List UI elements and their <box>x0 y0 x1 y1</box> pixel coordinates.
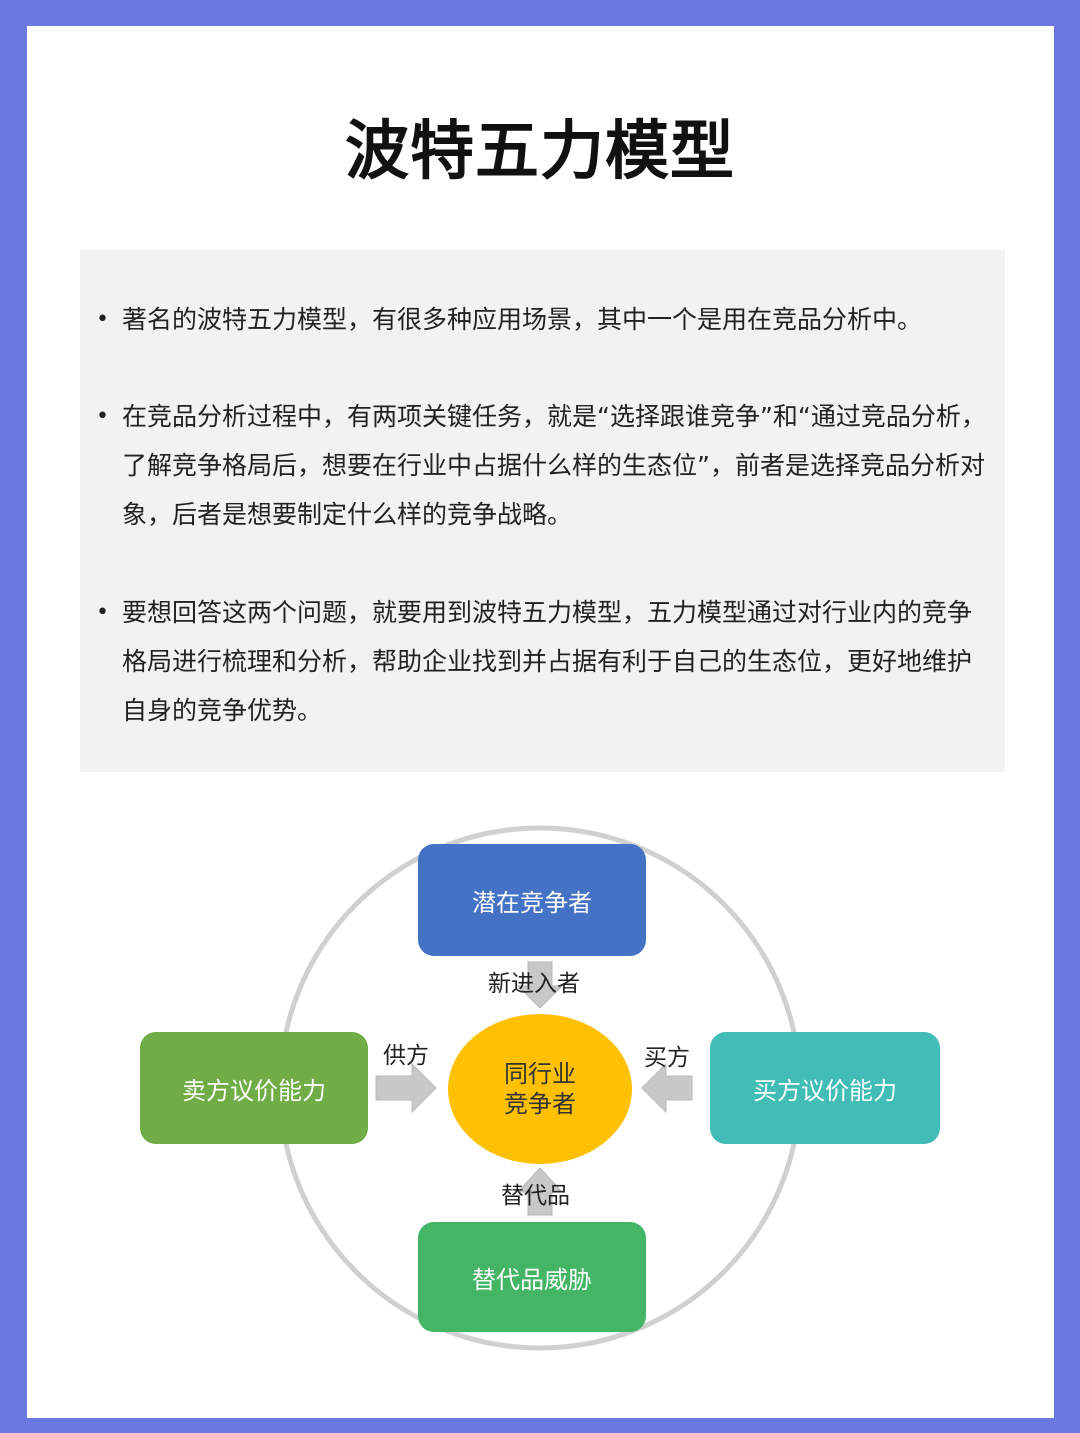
page-title: 波特五力模型 <box>345 115 735 189</box>
bullet-item: • 在竞品分析过程中，有两项关键任务，就是“选择跟谁竞争”和“通过竞品分析，了解… <box>96 392 992 539</box>
bullet-dot-icon: • <box>96 404 109 429</box>
buyer-label: 买方 <box>644 1045 690 1071</box>
potential-competitors-box: 潜在竞争者 <box>418 844 646 956</box>
buyer-power-box: 买方议价能力 <box>710 1032 940 1144</box>
bullet-dot-icon: • <box>96 307 109 332</box>
bullet-item: • 要想回答这两个问题，就要用到波特五力模型，五力模型通过对行业内的竞争格局进行… <box>96 588 992 735</box>
supplier-label: 供方 <box>383 1043 429 1069</box>
substitute-threat-box: 替代品威胁 <box>418 1222 646 1332</box>
description-box: • 著名的波特五力模型，有很多种应用场景，其中一个是用在竞品分析中。 • 在竞品… <box>80 250 1005 772</box>
bullet-item: • 著名的波特五力模型，有很多种应用场景，其中一个是用在竞品分析中。 <box>96 295 992 344</box>
new-entrants-label: 新进入者 <box>488 971 580 997</box>
industry-competitors-circle: 同行业 竞争者 <box>448 1014 632 1164</box>
substitutes-label: 替代品 <box>501 1183 570 1209</box>
bullet-dot-icon: • <box>96 600 109 625</box>
supplier-power-box: 卖方议价能力 <box>140 1032 368 1144</box>
